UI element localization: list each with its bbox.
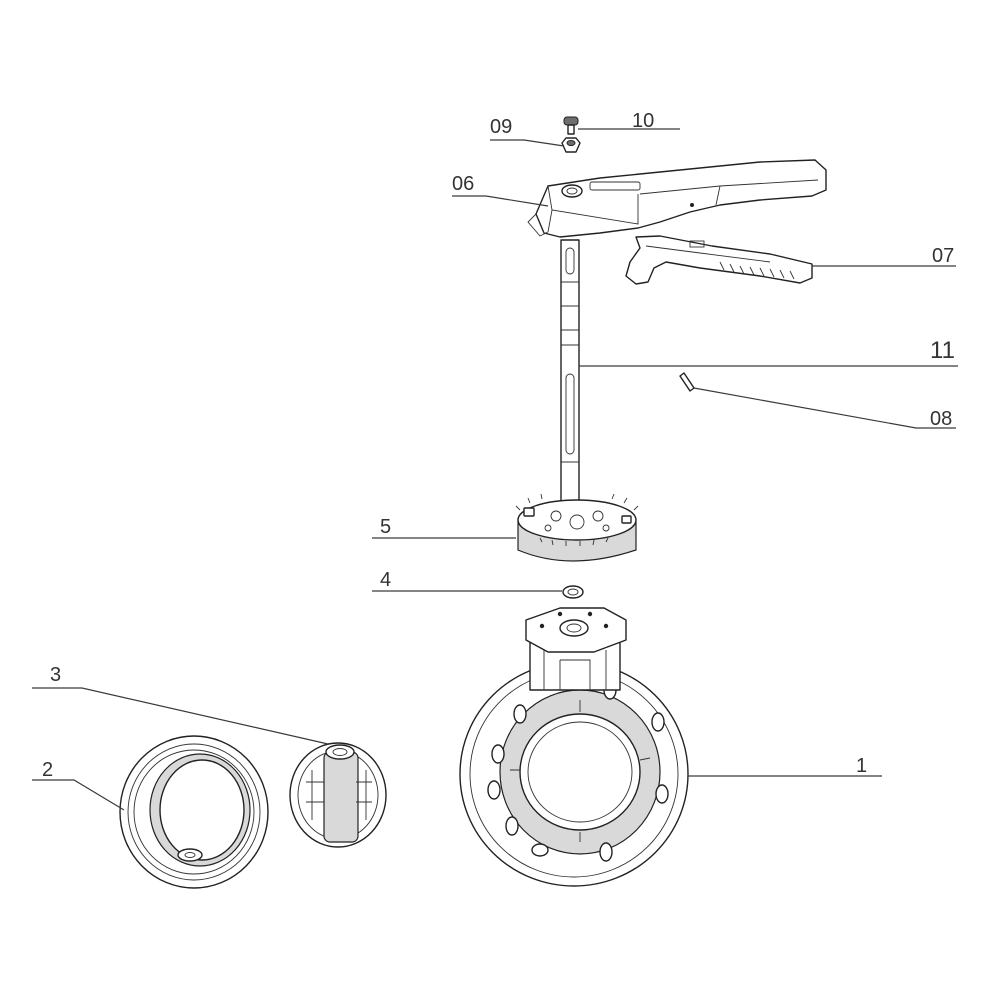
part-4-washer (562, 585, 584, 599)
callout-07: 07 (932, 245, 954, 267)
part-2-seat-ring (119, 735, 269, 889)
leader-2 (32, 779, 125, 811)
part-5-disc-plate (515, 493, 639, 562)
callout-4: 4 (380, 569, 391, 591)
callout-5: 5 (380, 516, 391, 538)
part-10-screw (563, 116, 579, 135)
callout-09: 09 (490, 116, 512, 138)
callout-2: 2 (42, 759, 53, 781)
part-11-stem (560, 239, 580, 509)
part-1-valve-body (459, 607, 689, 887)
leader-06 (452, 195, 549, 207)
part-3-butterfly-disc (289, 742, 387, 848)
part-07-lever (625, 235, 813, 285)
part-06-handle (527, 159, 827, 238)
part-08-pin (679, 372, 695, 392)
callout-1: 1 (856, 755, 867, 777)
part-09-nut (561, 137, 581, 153)
callout-10: 10 (632, 110, 654, 132)
leader-3 (32, 687, 329, 745)
callout-3: 3 (50, 664, 61, 686)
callout-11: 11 (930, 337, 955, 364)
callout-06: 06 (452, 173, 474, 195)
callout-08: 08 (930, 408, 952, 430)
leader-08 (693, 387, 956, 429)
leader-09 (490, 139, 565, 147)
